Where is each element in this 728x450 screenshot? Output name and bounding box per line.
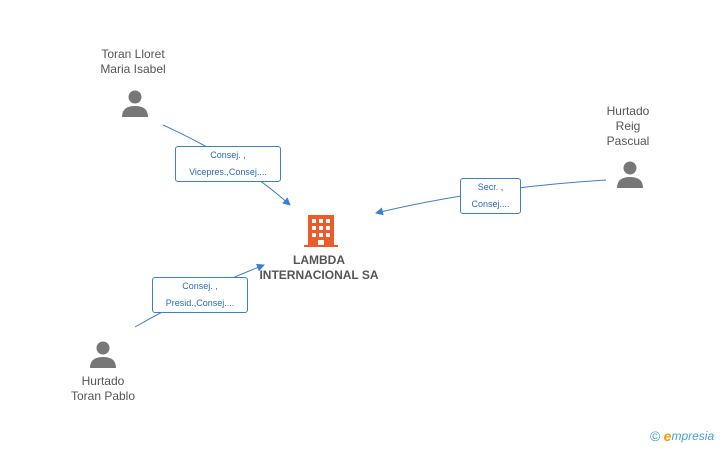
person-toran-lloret-name[interactable]: Toran Lloret Maria Isabel <box>78 47 188 77</box>
role-box-hurtado-toran[interactable]: Consej. , Presid.,Consej.... <box>152 277 248 313</box>
person-name-line: Toran Pablo <box>70 389 136 403</box>
role-box-toran-lloret[interactable]: Consej. , Vicepres.,Consej.... <box>175 146 281 182</box>
role-line: Presid.,Consej.... <box>165 298 235 308</box>
role-line: Consej. , <box>182 281 218 291</box>
person-icon[interactable] <box>88 339 118 369</box>
empresia-logo: © empresia <box>650 428 714 446</box>
brand-e: e <box>663 428 672 444</box>
company-name[interactable]: LAMBDA INTERNACIONAL SA <box>244 253 394 283</box>
person-name-line: Hurtado <box>81 374 125 388</box>
copyright-symbol: © <box>650 428 661 444</box>
company-name-line: INTERNACIONAL SA <box>259 268 379 282</box>
building-icon[interactable] <box>304 213 338 247</box>
role-line: Consej.... <box>471 199 510 209</box>
person-name-line: Reig <box>615 119 641 133</box>
person-icon[interactable] <box>615 159 645 189</box>
person-name-line: Toran Lloret <box>101 47 165 61</box>
role-line: Consej. , <box>210 150 246 160</box>
person-name-line: Pascual <box>606 134 650 148</box>
role-box-hurtado-reig[interactable]: Secr. , Consej.... <box>460 178 521 214</box>
person-hurtado-toran-name[interactable]: Hurtado Toran Pablo <box>48 374 158 404</box>
role-line: Secr. , <box>477 182 504 192</box>
person-name-line: Maria Isabel <box>100 62 166 76</box>
person-hurtado-reig-name[interactable]: Hurtado Reig Pascual <box>588 104 668 149</box>
brand-word: mpresia <box>671 429 715 443</box>
person-icon[interactable] <box>120 88 150 118</box>
person-name-line: Hurtado <box>606 104 650 118</box>
company-name-line: LAMBDA <box>293 253 345 267</box>
role-line: Vicepres.,Consej.... <box>189 167 267 177</box>
